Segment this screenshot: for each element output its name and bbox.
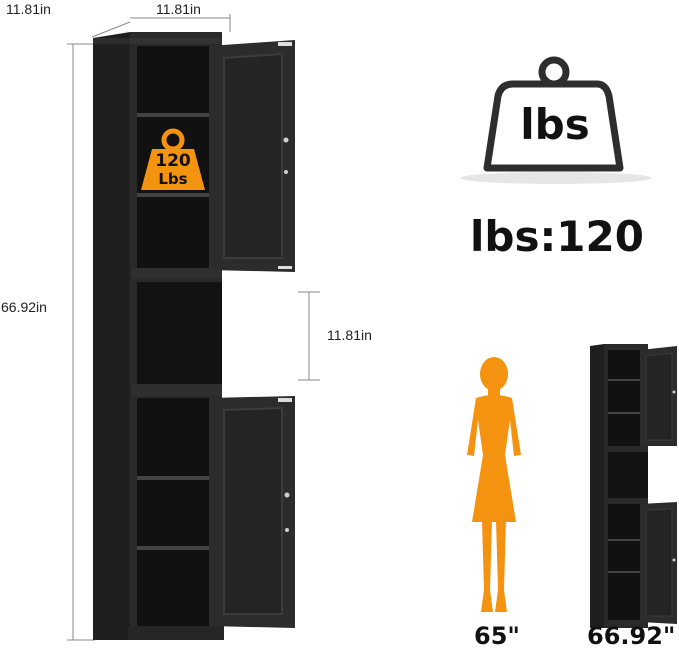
cabinet-small: [590, 344, 677, 628]
weight-badge-value: 120: [155, 151, 191, 171]
person-height-label: 65": [474, 622, 520, 650]
weight-badge-text: 120 Lbs: [141, 152, 205, 188]
cabinet-large: [93, 32, 295, 640]
dimension-lines: [67, 14, 320, 641]
weight-icon-label: lbs: [520, 100, 590, 149]
width-label: 11.81in: [156, 1, 201, 17]
weight-icon: [483, 56, 624, 172]
depth-label: 11.81in: [6, 1, 51, 17]
weight-badge-unit: Lbs: [158, 170, 188, 188]
weight-badge-shape: [141, 128, 205, 190]
height-label: 66.92in: [1, 299, 47, 315]
cabinet-height-label: 66.92": [587, 622, 676, 650]
compartment-height-label: 11.81in: [327, 327, 372, 343]
capacity-text: lbs:120: [470, 212, 644, 261]
person-silhouette: [467, 357, 521, 612]
